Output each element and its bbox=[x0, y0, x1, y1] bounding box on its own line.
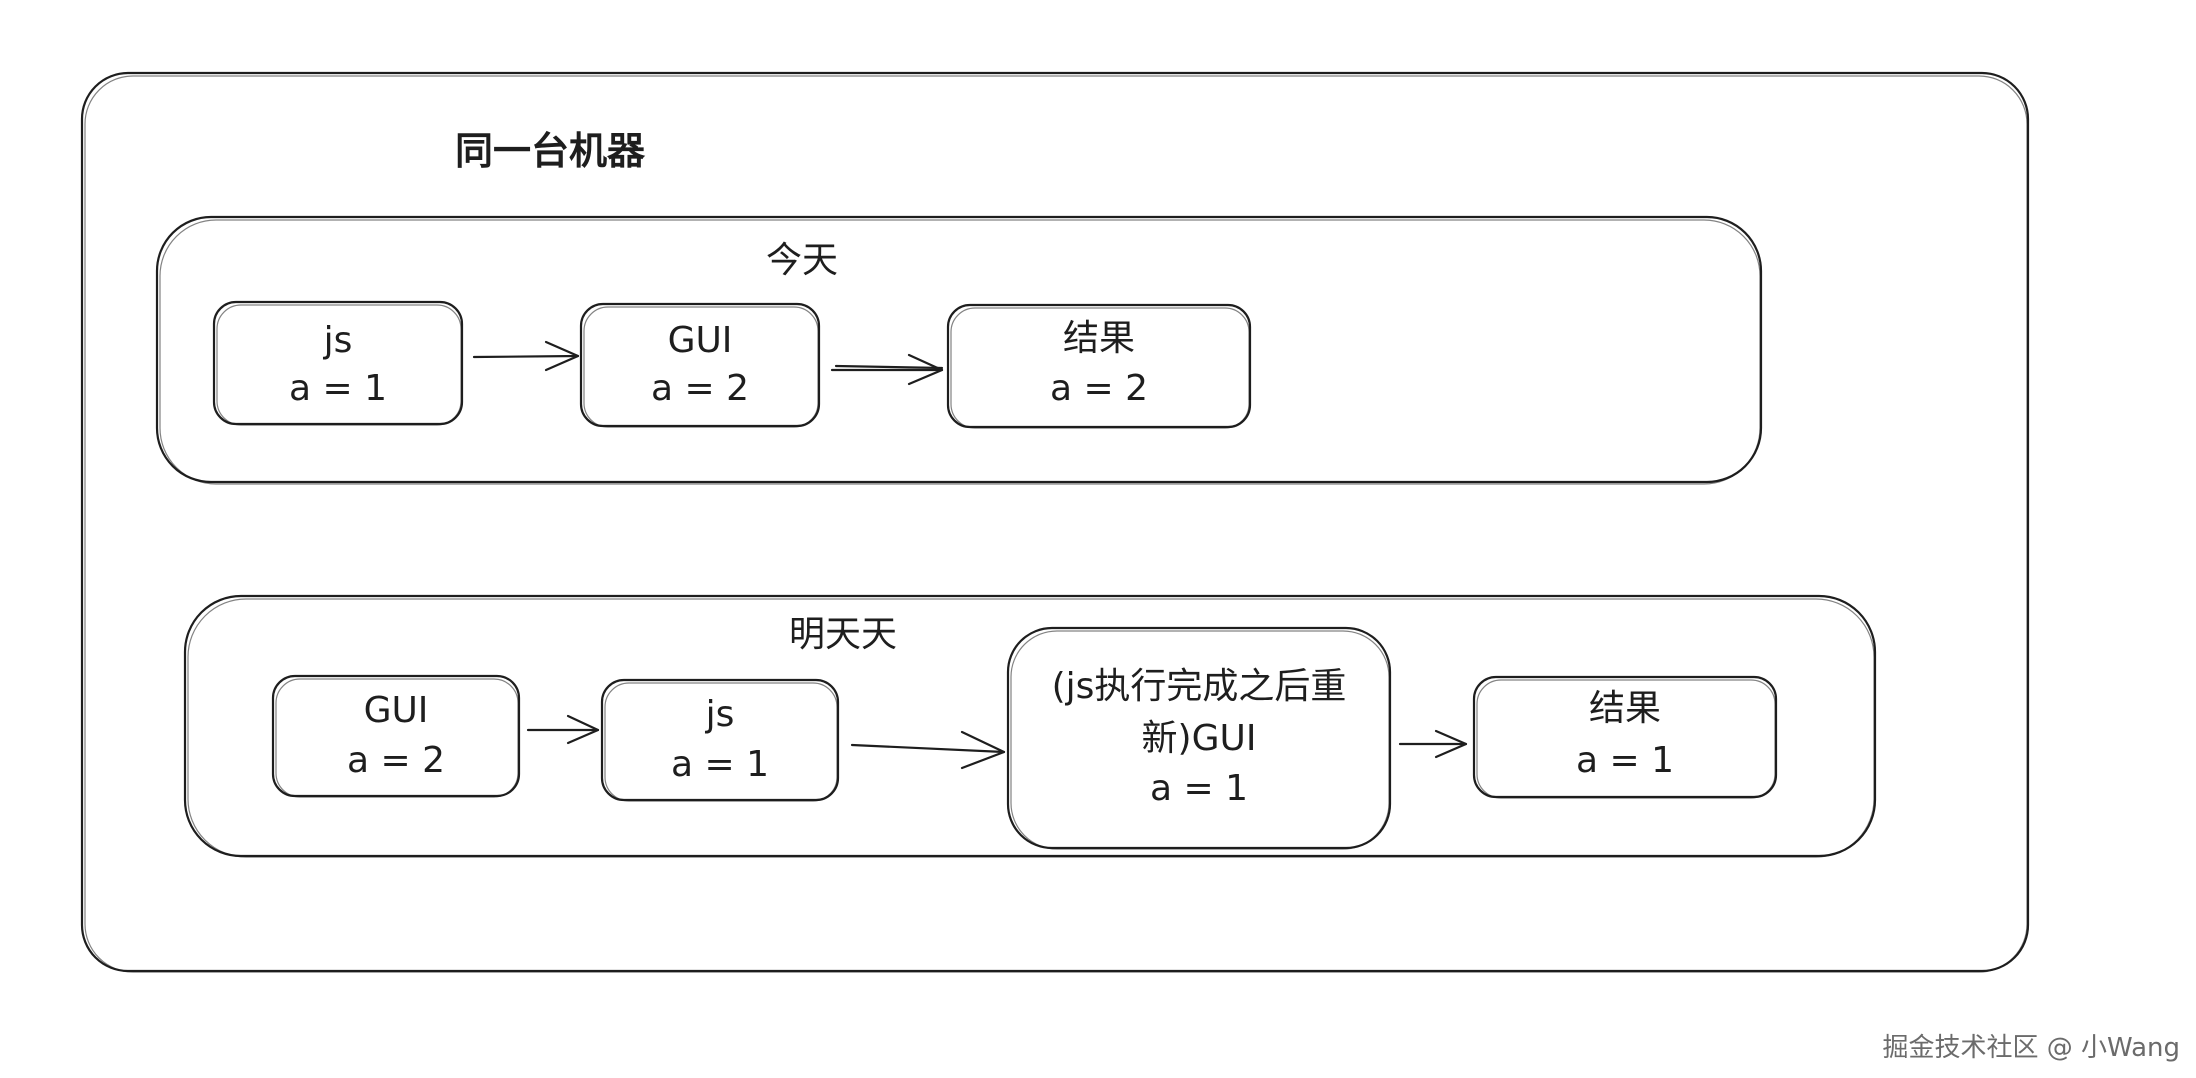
group-tomorrow bbox=[183, 594, 1877, 858]
node-tomorrow-js-line-1: js bbox=[705, 694, 735, 735]
group-today-title: 今天 bbox=[766, 240, 838, 281]
node-today-js: js a = 1 bbox=[212, 300, 464, 426]
arrow-today-gui-to-result bbox=[830, 353, 944, 386]
node-tomorrow-rerender-gui: (js执行完成之后重 新)GUI a = 1 bbox=[1006, 626, 1392, 850]
group-tomorrow-title: 明天天 bbox=[789, 614, 897, 655]
node-tomorrow-result: 结果 a = 1 bbox=[1472, 675, 1778, 799]
arrow-tomorrow-gui-to-js bbox=[526, 714, 600, 745]
machine-frame bbox=[80, 71, 2030, 973]
node-tomorrow-gui-line-2: a = 2 bbox=[347, 740, 445, 781]
node-today-result-line-2: a = 2 bbox=[1050, 368, 1148, 409]
node-today-result: 结果 a = 2 bbox=[946, 303, 1252, 429]
node-tomorrow-js-line-2: a = 1 bbox=[671, 744, 769, 785]
node-today-js-line-1: js bbox=[323, 320, 353, 361]
node-tomorrow-js: js a = 1 bbox=[600, 678, 840, 802]
node-today-gui-line-1: GUI bbox=[668, 320, 733, 361]
group-today bbox=[155, 215, 1763, 485]
node-tomorrow-result-line-1: 结果 bbox=[1589, 688, 1661, 729]
node-tomorrow-gui: GUI a = 2 bbox=[271, 674, 521, 798]
node-tomorrow-rerender-gui-line-1: (js执行完成之后重 bbox=[1052, 666, 1347, 707]
node-today-gui-line-2: a = 2 bbox=[651, 368, 749, 409]
node-today-gui: GUI a = 2 bbox=[579, 302, 821, 428]
node-tomorrow-rerender-gui-line-2: 新)GUI bbox=[1142, 718, 1257, 759]
arrow-tomorrow-rerender-to-result bbox=[1398, 729, 1468, 759]
node-today-result-line-1: 结果 bbox=[1063, 318, 1135, 359]
node-tomorrow-gui-line-1: GUI bbox=[364, 690, 429, 731]
node-tomorrow-rerender-gui-line-3: a = 1 bbox=[1150, 768, 1248, 809]
node-tomorrow-result-line-2: a = 1 bbox=[1576, 740, 1674, 781]
arrow-today-js-to-gui bbox=[472, 340, 580, 372]
arrow-tomorrow-js-to-rerender bbox=[850, 730, 1006, 770]
machine-title: 同一台机器 bbox=[455, 129, 646, 173]
watermark: 掘金技术社区 @ 小Wang bbox=[1882, 1033, 2181, 1063]
node-today-js-line-2: a = 1 bbox=[289, 368, 387, 409]
